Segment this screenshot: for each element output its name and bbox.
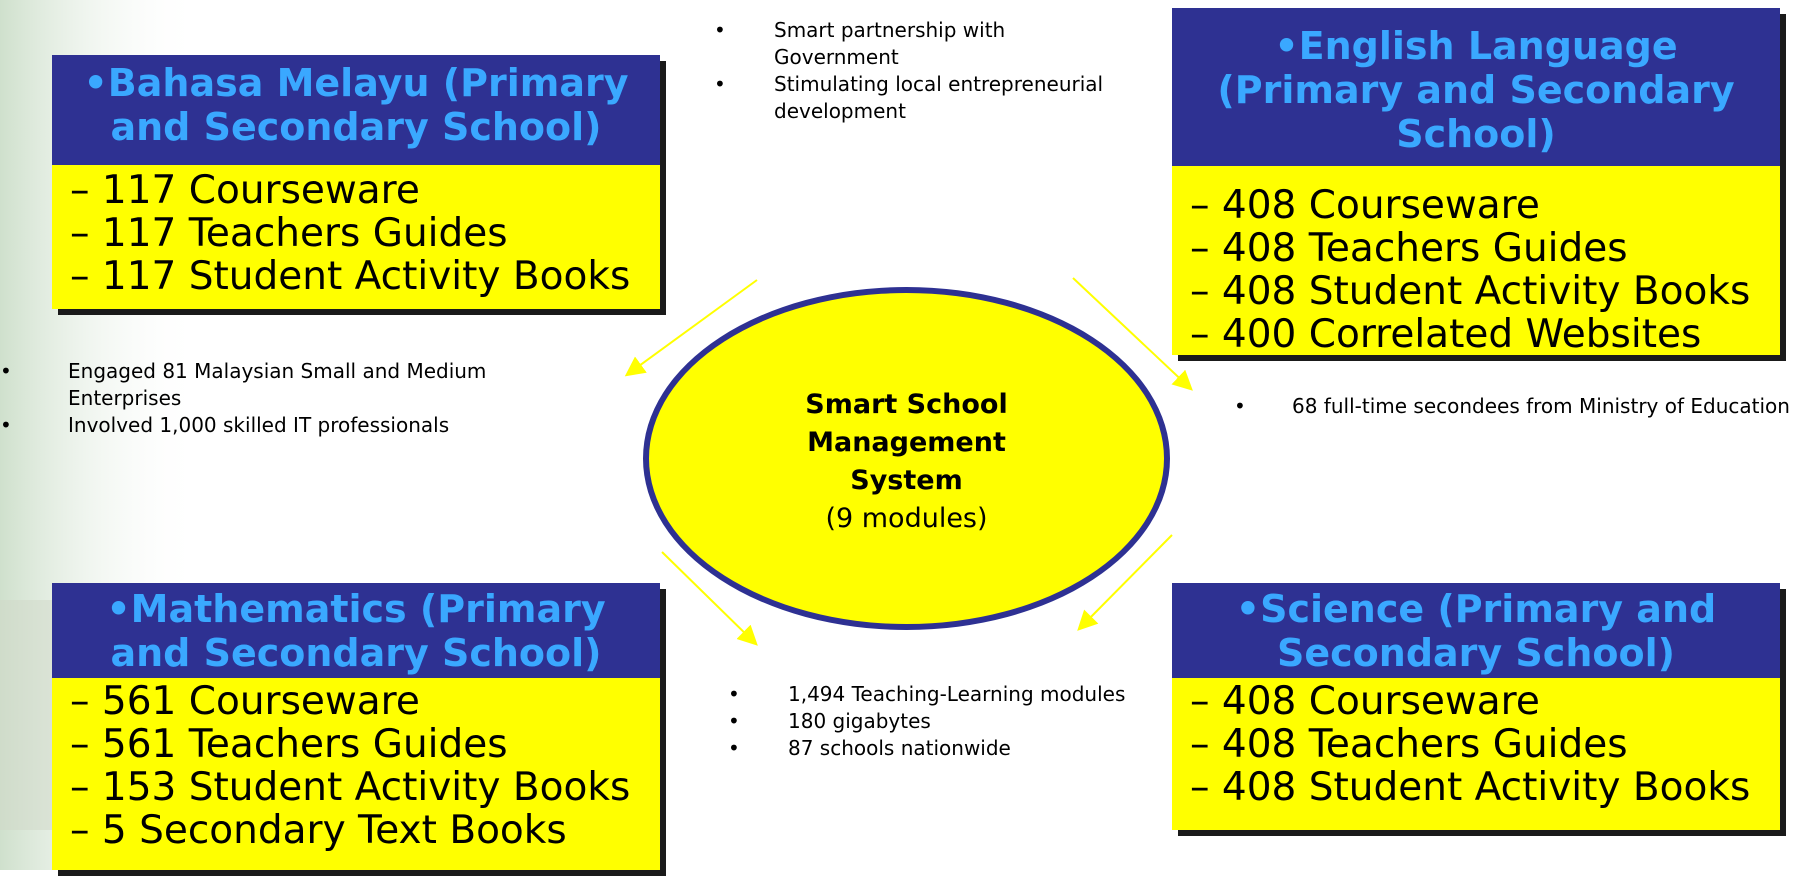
science-list: – 408 Courseware – 408 Teachers Guides –… (1172, 678, 1780, 830)
note-item: Smart partnership with Government (714, 17, 1134, 71)
note-item: Engaged 81 Malaysian Small and Medium En… (0, 358, 600, 412)
left-notes: Engaged 81 Malaysian Small and Medium En… (0, 358, 600, 439)
mathematics-title: •Mathematics (Primary and Secondary Scho… (52, 583, 660, 678)
list-item: – 561 Teachers Guides (70, 722, 508, 767)
arrow-to-science (1077, 534, 1173, 631)
list-item: – 400 Correlated Websites (1190, 312, 1702, 357)
mathematics-box: •Mathematics (Primary and Secondary Scho… (52, 583, 666, 876)
note-item: 1,494 Teaching-Learning modules (728, 681, 1148, 708)
note-item: 68 full-time secondees from Ministry of … (1234, 393, 1794, 420)
english-language-box: •English Language (Primary and Secondary… (1172, 8, 1786, 361)
list-item: – 408 Student Activity Books (1190, 765, 1751, 810)
mathematics-list: – 561 Courseware – 561 Teachers Guides –… (52, 678, 660, 870)
list-item: – 561 Courseware (70, 679, 420, 724)
bahasa-melayu-box: •Bahasa Melayu (Primary and Secondary Sc… (52, 55, 666, 315)
science-title: •Science (Primary and Secondary School) (1172, 583, 1780, 678)
note-item: Involved 1,000 skilled IT professionals (0, 412, 600, 439)
list-item: – 408 Courseware (1190, 679, 1540, 724)
bottom-notes: 1,494 Teaching-Learning modules 180 giga… (728, 681, 1148, 762)
center-subtitle: (9 modules) (825, 503, 988, 534)
list-item: – 153 Student Activity Books (70, 765, 631, 810)
center-label: Smart School Management System (9 module… (700, 386, 1113, 538)
english-language-title: •English Language (Primary and Secondary… (1172, 8, 1780, 166)
note-item: 180 gigabytes (728, 708, 1148, 735)
list-item: – 117 Courseware (70, 168, 420, 213)
list-item: – 408 Courseware (1190, 183, 1540, 228)
center-title: Smart School Management System (805, 389, 1008, 496)
list-item: – 117 Student Activity Books (70, 254, 631, 299)
arrow-to-bottom-notes (661, 551, 758, 646)
arrow-to-left-notes (624, 279, 758, 377)
list-item: – 408 Teachers Guides (1190, 226, 1628, 271)
list-item: – 117 Teachers Guides (70, 211, 508, 256)
list-item: – 408 Teachers Guides (1190, 722, 1628, 767)
bahasa-melayu-title: •Bahasa Melayu (Primary and Secondary Sc… (52, 55, 660, 165)
note-item: 87 schools nationwide (728, 735, 1148, 762)
note-item: Stimulating local entrepreneurial develo… (714, 71, 1134, 125)
list-item: – 5 Secondary Text Books (70, 808, 567, 853)
right-notes: 68 full-time secondees from Ministry of … (1234, 393, 1794, 420)
science-box: •Science (Primary and Secondary School) … (1172, 583, 1786, 836)
arrow-to-right-notes (1072, 277, 1193, 391)
top-notes: Smart partnership with Government Stimul… (714, 17, 1134, 125)
english-language-list: – 408 Courseware – 408 Teachers Guides –… (1172, 166, 1780, 357)
bahasa-melayu-list: – 117 Courseware – 117 Teachers Guides –… (52, 165, 660, 309)
center-ellipse (643, 287, 1170, 630)
list-item: – 408 Student Activity Books (1190, 269, 1751, 314)
